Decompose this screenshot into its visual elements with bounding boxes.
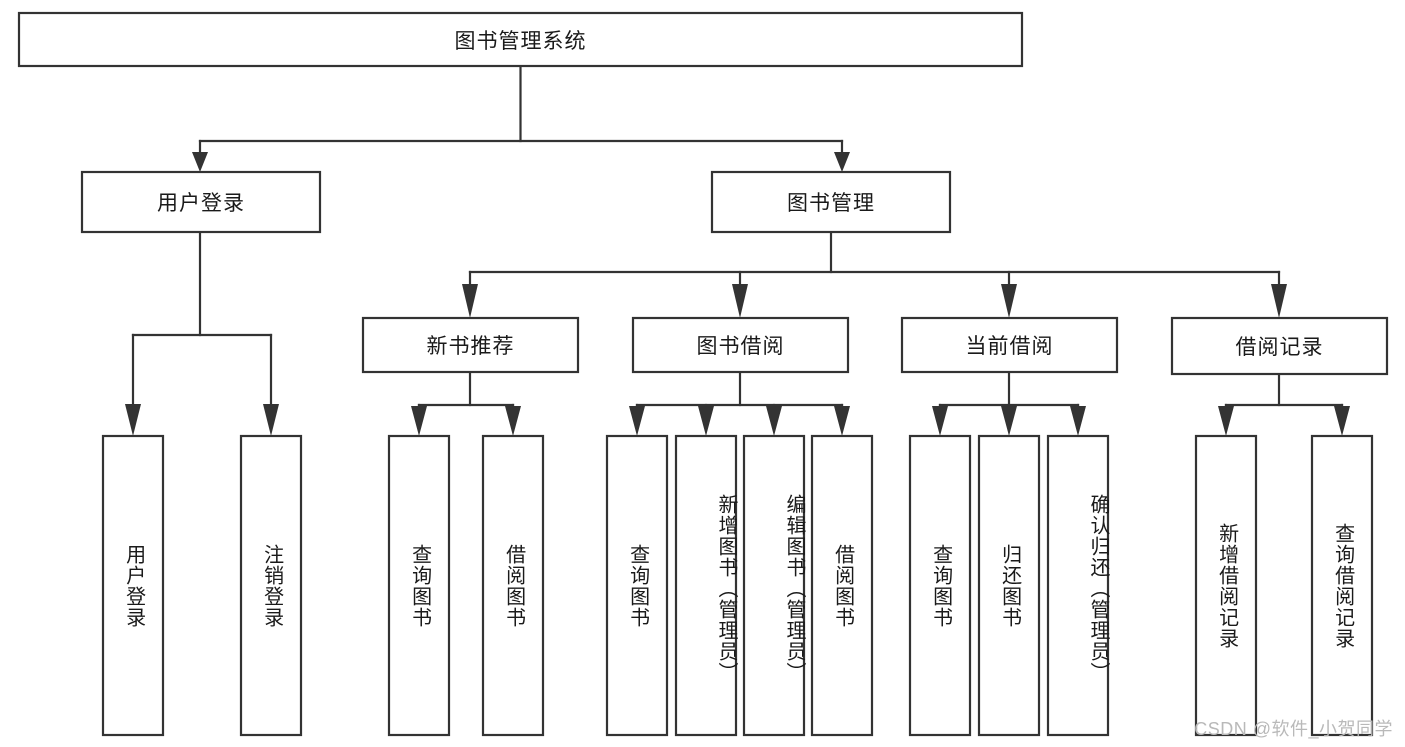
node-box-leaf-query-book-1[interactable] [387, 434, 451, 737]
node-box-leaf-add-borrow-record[interactable] [1194, 434, 1258, 737]
arrowhead-leaf-borrow-book-2 [834, 406, 850, 436]
arrowhead-leaf-return-book [1001, 406, 1017, 436]
node-box-leaf-user-login[interactable] [101, 434, 165, 737]
arrowhead-leaf-query-book-2 [629, 406, 645, 436]
arrowhead-current-borrow [1001, 284, 1017, 318]
node-box-leaf-add-book[interactable] [674, 434, 738, 737]
node-box-leaf-edit-book[interactable] [742, 434, 806, 737]
node-box-leaf-query-borrow-record[interactable] [1310, 434, 1374, 737]
arrowhead-leaf-user-login [125, 404, 141, 436]
node-box-leaf-query-book-3[interactable] [908, 434, 972, 737]
node-box-current-borrow[interactable] [900, 316, 1119, 374]
arrowhead-book-manage [834, 152, 850, 172]
arrowhead-leaf-logout-login [263, 404, 279, 436]
arrowhead-leaf-borrow-book-1 [505, 406, 521, 436]
node-box-book-borrow[interactable] [631, 316, 850, 374]
arrowhead-leaf-add-borrow-record [1218, 406, 1234, 436]
node-box-leaf-confirm-return[interactable] [1046, 434, 1110, 737]
node-box-user-login[interactable] [80, 170, 322, 234]
node-box-root[interactable] [17, 11, 1024, 68]
arrowhead-borrow-record [1271, 284, 1287, 318]
arrowhead-leaf-query-borrow-record [1334, 406, 1350, 436]
node-box-leaf-logout-login[interactable] [239, 434, 303, 737]
node-box-borrow-record[interactable] [1170, 316, 1389, 376]
watermark-text: CSDN @软件_小贺同学 [1194, 719, 1393, 739]
arrowhead-new-book-recommend [462, 284, 478, 318]
node-box-group [17, 11, 1389, 737]
node-box-leaf-query-book-2[interactable] [605, 434, 669, 737]
node-box-leaf-return-book[interactable] [977, 434, 1041, 737]
arrowhead-leaf-query-book-3 [932, 406, 948, 436]
arrowhead-leaf-query-book-1 [411, 406, 427, 436]
node-box-leaf-borrow-book-2[interactable] [810, 434, 874, 737]
arrowhead-leaf-edit-book [766, 406, 782, 436]
arrowhead-book-borrow [732, 284, 748, 318]
arrowhead-leaf-confirm-return [1070, 406, 1086, 436]
node-box-leaf-borrow-book-1[interactable] [481, 434, 545, 737]
arrowhead-user-login [192, 152, 208, 172]
node-box-new-book-recommend[interactable] [361, 316, 580, 374]
arrowhead-group [125, 152, 1350, 436]
node-box-book-manage[interactable] [710, 170, 952, 234]
arrowhead-leaf-add-book [698, 406, 714, 436]
